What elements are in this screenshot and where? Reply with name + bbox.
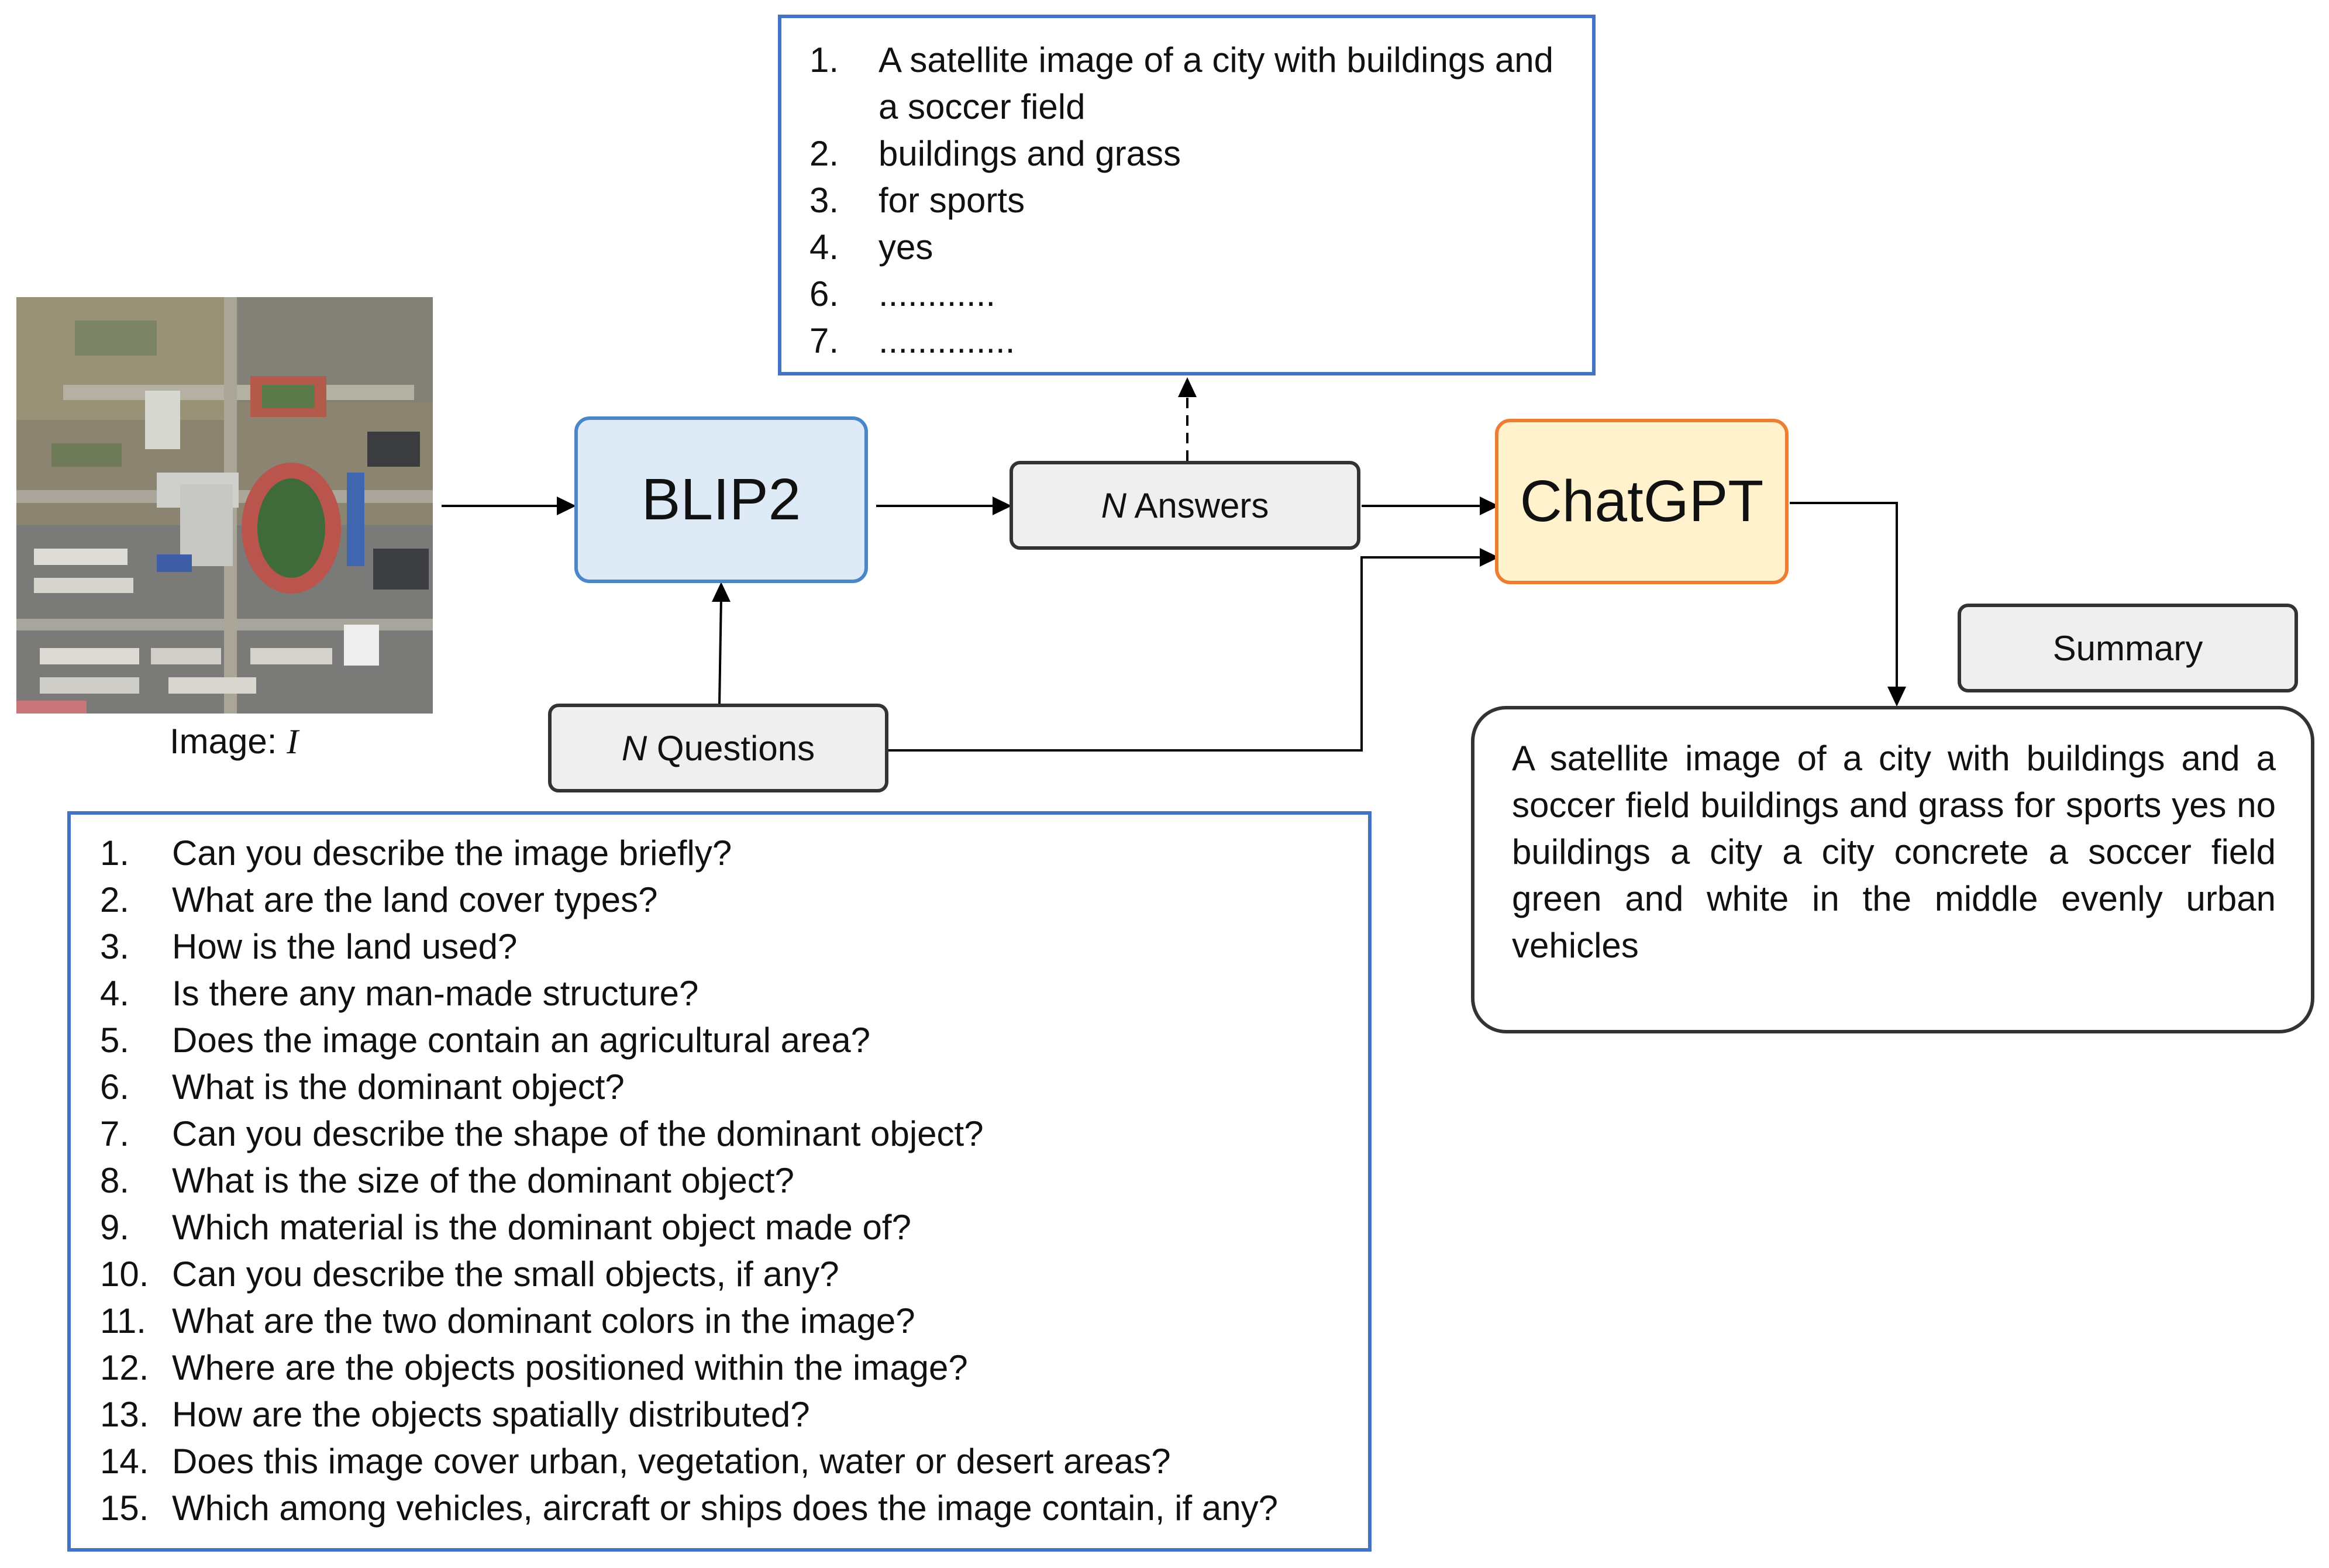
answers-list: 1.A satellite image of a city with build… [809, 37, 1569, 364]
list-item: 9.Which material is the dominant object … [100, 1208, 911, 1247]
list-item: 14.Does this image cover urban, vegetati… [100, 1442, 1171, 1481]
answers-label-box: N Answers [1010, 461, 1360, 550]
list-item: 4.yes [809, 228, 933, 267]
list-item: 3.How is the land used? [100, 927, 518, 966]
image-caption-label: Image: [170, 722, 287, 761]
satellite-image [16, 297, 433, 714]
list-item: 13.How are the objects spatially distrib… [100, 1395, 810, 1434]
list-item: 10.Can you describe the small objects, i… [100, 1255, 839, 1294]
blip2-label: BLIP2 [641, 467, 801, 532]
list-item: 2.buildings and grass [809, 134, 1181, 173]
list-item: 1.A satellite image of a city with build… [809, 40, 1553, 126]
summary-label-box: Summary [1958, 604, 2298, 692]
list-item: 4.Is there any man-made structure? [100, 974, 699, 1013]
list-item: 3.for sports [809, 181, 1025, 220]
list-item: 7............... [809, 321, 1015, 360]
blip2-node: BLIP2 [574, 416, 868, 583]
list-item: 6.What is the dominant object? [100, 1067, 625, 1107]
arrow-questions-to-chatgpt [888, 556, 1486, 752]
summary-text: A satellite image of a city with buildin… [1512, 739, 2276, 965]
questions-var: N [621, 728, 647, 768]
list-item: 11.What are the two dominant colors in t… [100, 1301, 915, 1340]
list-item: 5.Does the image contain an agricultural… [100, 1021, 871, 1060]
arrow-questions-to-blip2 [718, 596, 722, 705]
image-caption: Image: I [170, 718, 298, 765]
list-item: 12.Where are the objects positioned with… [100, 1348, 968, 1387]
questions-list-box: 1.Can you describe the image briefly? 2.… [67, 811, 1372, 1552]
chatgpt-label: ChatGPT [1520, 468, 1764, 534]
summary-text-box: A satellite image of a city with buildin… [1471, 706, 2314, 1033]
list-item: 8.What is the size of the dominant objec… [100, 1161, 794, 1200]
list-item: 7.Can you describe the shape of the domi… [100, 1114, 984, 1153]
questions-label: Questions [647, 728, 815, 768]
questions-label-box: N Questions [548, 704, 888, 792]
image-symbol: I [287, 722, 299, 761]
questions-list: 1.Can you describe the image briefly? 2.… [100, 830, 1345, 1532]
list-item: 6............. [809, 274, 996, 313]
answers-var: N [1101, 485, 1126, 525]
summary-label: Summary [2052, 628, 2203, 668]
answers-list-box: 1.A satellite image of a city with build… [778, 15, 1596, 375]
answers-label: Answers [1126, 485, 1269, 525]
chatgpt-node: ChatGPT [1495, 419, 1789, 584]
arrow-chatgpt-to-summary [1790, 502, 1898, 689]
list-item: 15.Which among vehicles, aircraft or shi… [100, 1488, 1278, 1528]
list-item: 1.Can you describe the image briefly? [100, 833, 732, 873]
list-item: 2.What are the land cover types? [100, 880, 658, 919]
